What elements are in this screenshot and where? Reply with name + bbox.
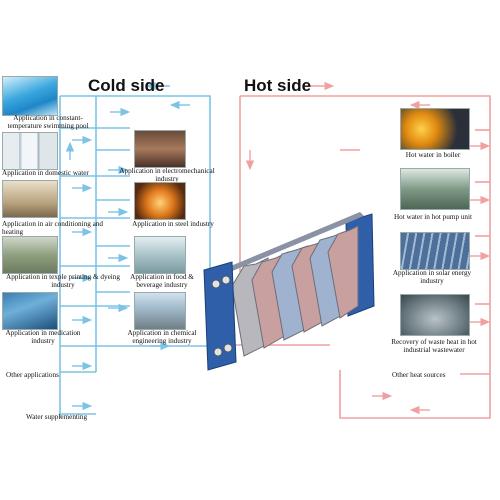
exchanger-plates	[231, 225, 359, 357]
electromechanical-caption: Application in electromechanical industr…	[119, 167, 215, 183]
steel-image	[134, 182, 186, 220]
swimming-pool-image	[2, 76, 58, 116]
textile-image	[2, 236, 58, 274]
food-beverage-image	[134, 236, 186, 274]
other-applications-label: Other applications	[6, 371, 59, 379]
medication-caption: Application in medication industry	[5, 329, 81, 345]
chemical-image	[134, 292, 186, 330]
domestic-water-image	[2, 132, 58, 170]
boiler-image	[400, 108, 470, 150]
cold-side-heading: Cold side	[88, 76, 165, 95]
other-heat-sources-label: Other heat sources	[392, 371, 446, 379]
heat-pump-image	[400, 168, 470, 210]
textile-caption: Application in texple printing & dyeing …	[6, 273, 120, 289]
heat-pump-caption: Hot water in hot pump unit	[393, 213, 473, 221]
air-conditioning-image	[2, 180, 58, 218]
swimming-pool-caption: Application in constant-temperature swim…	[7, 114, 89, 130]
air-conditioning-caption: Application in air conditioning and heat…	[2, 220, 104, 236]
food-beverage-caption: Application in food & beverage industry	[130, 273, 194, 289]
waste-heat-caption: Recovery of waste heat in hot industrial…	[391, 338, 477, 354]
solar-caption: Application in solar energy industry	[392, 269, 472, 285]
electromechanical-image	[134, 130, 186, 168]
water-supplementing-label: Water supplementing	[26, 413, 88, 421]
solar-image	[400, 232, 470, 270]
boiler-caption: Hot water in boiler	[405, 151, 461, 159]
waste-heat-image	[400, 294, 470, 336]
hot-side-heading: Hot side	[244, 76, 312, 95]
chemical-caption: Application in chemical engineering indu…	[127, 329, 197, 345]
steel-caption: Application in steel industry	[132, 220, 214, 228]
medication-image	[2, 292, 58, 330]
domestic-water-caption: Application in domestic water	[2, 169, 89, 177]
